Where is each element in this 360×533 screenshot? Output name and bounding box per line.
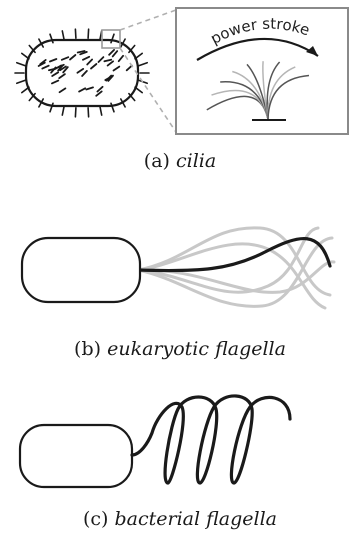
panel-eukaryotic-flagella: (b) eukaryotic flagella [0, 200, 360, 375]
caption-a-letter: (a) [144, 150, 170, 172]
texture-stroke [99, 57, 104, 62]
ciliated-cell [15, 29, 149, 117]
panel-bacterial-flagella: (c) bacterial flagella [0, 375, 360, 533]
texture-stroke [108, 61, 114, 65]
texture-stroke [70, 55, 75, 60]
cilium-hair [62, 31, 64, 40]
caption-b-letter: (b) [74, 338, 101, 360]
texture-stroke [50, 59, 57, 62]
zoom-connector-bottom [120, 48, 176, 132]
cilium-position [268, 76, 309, 120]
power-stroke-label: power stroke [207, 15, 312, 48]
texture-stroke [77, 69, 83, 73]
texture-stroke [79, 88, 85, 91]
caption-b: (b) eukaryotic flagella [0, 338, 360, 360]
caption-a: (a) cilia [0, 150, 360, 172]
cilium-hair [62, 106, 64, 115]
texture-stroke [87, 60, 92, 65]
bacterial-flagella-diagram [0, 375, 360, 495]
cilium-hair [22, 53, 29, 58]
cilium-hair [22, 87, 29, 92]
panel-cilia: power stroke (a) cilia [0, 0, 360, 200]
texture-stroke [113, 51, 118, 56]
cilium-hair [135, 87, 142, 92]
texture-stroke [119, 56, 123, 61]
texture-stroke [86, 87, 93, 89]
cilia-hairs [15, 29, 149, 117]
caption-c-letter: (c) [83, 508, 108, 530]
caption-c-term: bacterial flagella [115, 508, 278, 530]
texture-stroke [127, 66, 132, 71]
cilium-hair [139, 63, 148, 66]
cilium-hair [88, 29, 89, 38]
cilium-hair [135, 53, 142, 58]
cilium-hair [17, 80, 26, 83]
cilium-hair [88, 108, 89, 117]
caption-b-term: eukaryotic flagella [107, 338, 286, 360]
cilium-hair [75, 108, 76, 117]
cilium-beat-positions [207, 61, 309, 119]
caption-a-term: cilia [176, 150, 216, 172]
texture-stroke [52, 72, 58, 76]
texture-stroke [62, 57, 69, 60]
texture-stroke [109, 50, 114, 55]
cilium-hair [75, 29, 76, 38]
texture-stroke [52, 81, 58, 84]
texture-stroke [83, 57, 89, 60]
texture-stroke [60, 88, 66, 92]
texture-stroke [91, 64, 96, 69]
eukaryotic-flagella-diagram [0, 200, 360, 330]
texture-stroke [114, 67, 120, 71]
texture-stroke [104, 60, 111, 62]
texture-stroke [42, 66, 48, 69]
cilium-hair [17, 63, 26, 66]
caption-c: (c) bacterial flagella [0, 508, 360, 530]
cilia-diagram: power stroke [0, 0, 360, 170]
zoom-connector-top [120, 10, 176, 30]
arrowhead [306, 46, 318, 56]
texture-stroke [59, 74, 65, 78]
cell-body [22, 238, 140, 302]
cell-interior-texture [39, 50, 132, 96]
cell-body [20, 425, 132, 487]
texture-stroke [82, 71, 87, 76]
flagellum-helix [132, 396, 290, 483]
cilium-hair [100, 106, 102, 115]
